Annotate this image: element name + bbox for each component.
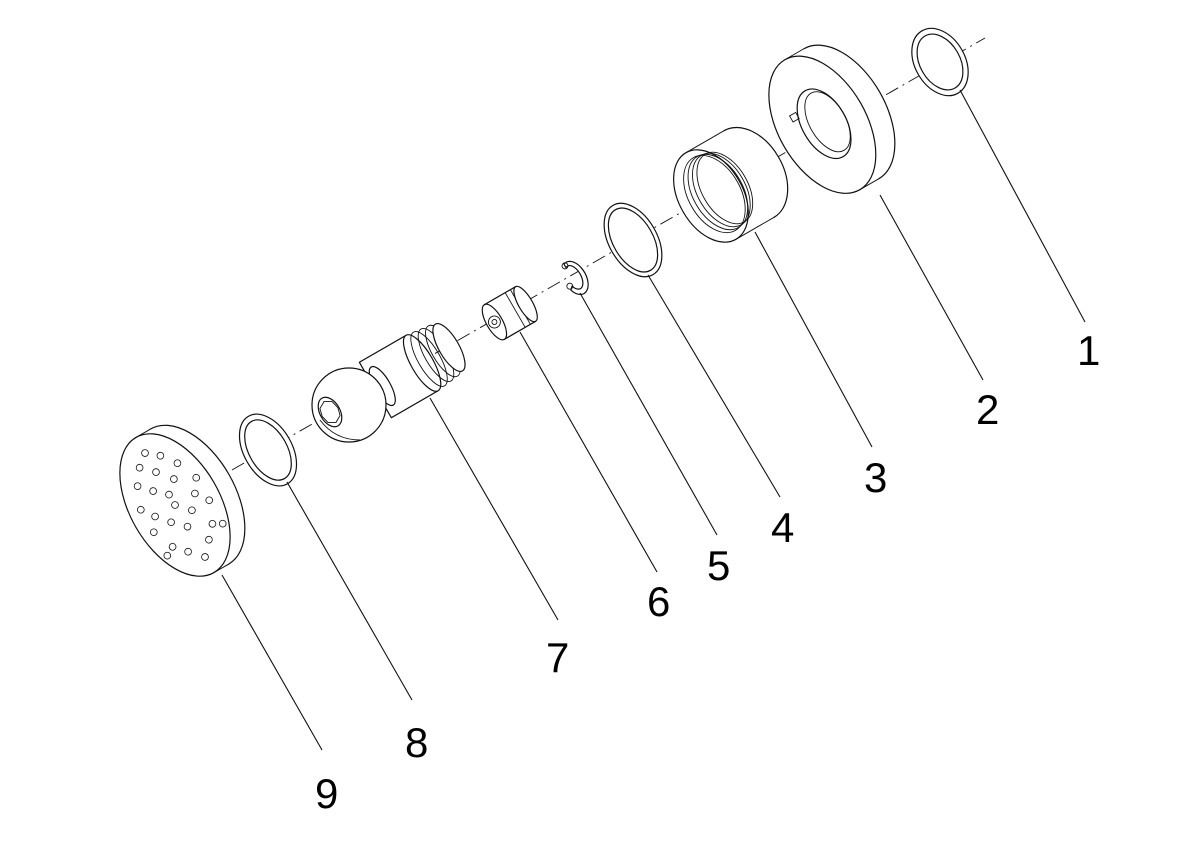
callout-8: 8 xyxy=(405,719,428,766)
part-2-escutcheon xyxy=(768,44,896,194)
leader-line-9 xyxy=(221,574,323,751)
callout-2: 2 xyxy=(976,386,999,433)
leader-line-4 xyxy=(647,274,781,498)
callout-labels: 1 2 3 4 5 6 7 8 9 xyxy=(315,327,1100,817)
callout-1: 1 xyxy=(1077,327,1100,374)
leader-line-7 xyxy=(429,397,559,621)
part-8-o-ring xyxy=(238,413,298,487)
callout-3: 3 xyxy=(864,454,887,501)
leader-line-6 xyxy=(519,331,658,573)
callout-4: 4 xyxy=(771,504,794,551)
part-3-threaded-nut xyxy=(673,126,789,243)
part-5-circlip xyxy=(561,260,589,296)
callout-7: 7 xyxy=(546,634,569,681)
part-4-ring xyxy=(603,202,663,278)
leader-line-1 xyxy=(959,89,1086,323)
leader-line-5 xyxy=(579,292,718,536)
part-7-ball-joint xyxy=(311,322,466,443)
leader-line-3 xyxy=(754,231,873,448)
part-1-seal-washer xyxy=(911,27,969,97)
leader-line-8 xyxy=(286,481,413,701)
callout-6: 6 xyxy=(647,578,670,625)
callout-9: 9 xyxy=(315,770,338,817)
callout-5: 5 xyxy=(707,542,730,589)
leader-lines xyxy=(221,89,1086,751)
part-9-shower-head xyxy=(119,424,246,577)
leader-line-2 xyxy=(879,194,984,381)
part-6-cartridge xyxy=(481,285,538,341)
